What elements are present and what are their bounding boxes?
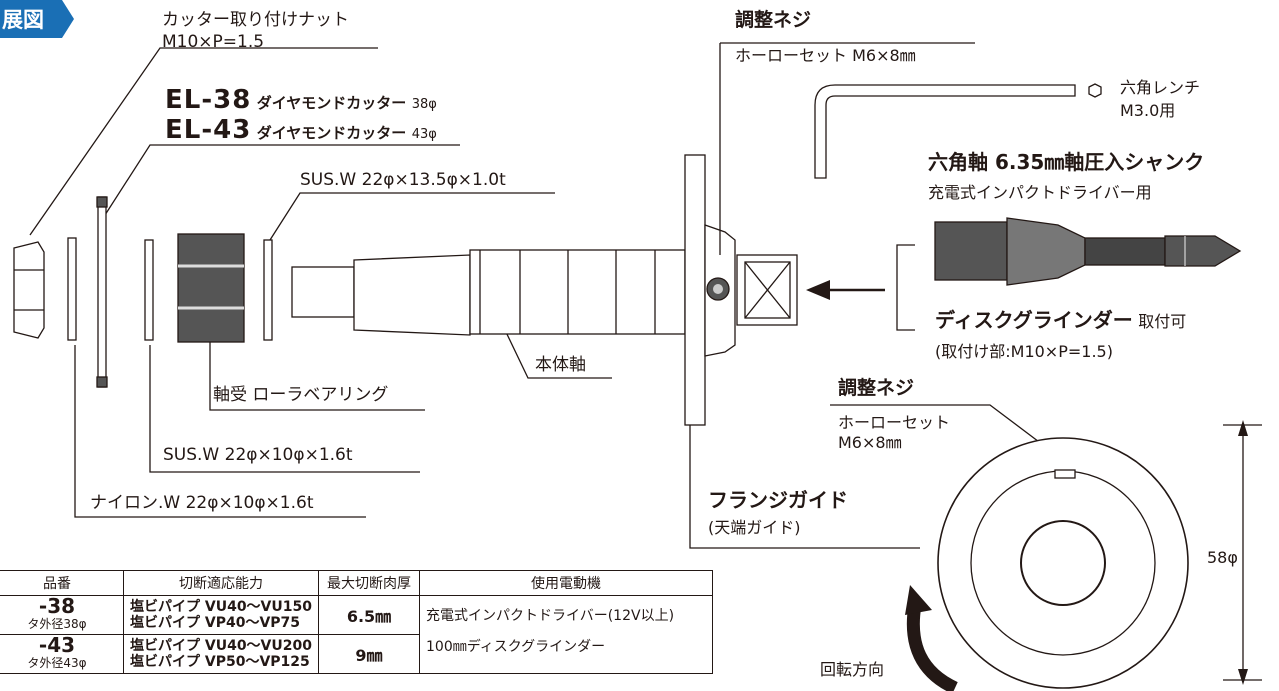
label-wrench: 六角レンチ	[1120, 78, 1201, 97]
label-el43: EL-43 ダイヤモンドカッター 43φ	[165, 115, 437, 145]
row2-thickness: 9㎜	[318, 634, 420, 674]
leader-nut	[29, 47, 378, 236]
leader-washer-c	[74, 345, 366, 518]
tool-cell-2: 100㎜ディスクグラインダー	[419, 634, 713, 674]
flange-disc-part	[937, 437, 1189, 689]
label-flange-title: フランジガイド	[708, 488, 848, 512]
row2-cap1: 塩ビパイプ VU40～VU200	[130, 638, 312, 654]
label-wrench-spec: M3.0用	[1120, 101, 1176, 120]
sus-washer-b-part	[144, 239, 154, 341]
tool-cell-1: 充電式インパクトドライバー(12V以上)	[419, 595, 713, 635]
label-adjust-screw2-spec1: ホーローセット	[838, 413, 951, 432]
row2-model-sub: タ外径43φ	[27, 656, 87, 670]
header-tool: 使用電動機	[419, 570, 713, 596]
header-thickness: 最大切断肉厚	[318, 570, 420, 596]
grinder-title: ディスクグラインダー	[935, 308, 1133, 332]
leader-washer-a	[269, 192, 555, 241]
row1-model-code: -38	[38, 594, 76, 618]
spec-table-header: 品番 切断適応能力 最大切断肉厚 使用電動機	[0, 570, 713, 596]
row2-capacity: 塩ビパイプ VU40～VU200 塩ビパイプ VP50～VP125	[123, 634, 319, 674]
el43-size: 43φ	[411, 127, 437, 142]
el43-desc: ダイヤモンドカッター	[256, 124, 407, 142]
label-el38: EL-38 ダイヤモンドカッター 38φ	[165, 85, 437, 115]
hex-shank-part	[934, 217, 1242, 286]
row1-cap1: 塩ビパイプ VU40～VU150	[130, 599, 312, 615]
header-capacity: 切断適応能力	[123, 570, 319, 596]
label-adjust-screw2-title: 調整ネジ	[838, 377, 915, 399]
label-shank-title: 六角軸 6.35㎜軸圧入シャンク	[928, 150, 1205, 174]
el38-size: 38φ	[411, 97, 437, 112]
label-flange-sub: (天端ガイド)	[708, 518, 801, 537]
nylon-washer-part	[67, 237, 77, 341]
spec-table: 品番 切断適応能力 最大切断肉厚 使用電動機 -38 タ外径38φ 塩ビパイプ …	[0, 570, 713, 674]
el38-desc: ダイヤモンドカッター	[256, 94, 407, 112]
label-diameter: 58φ	[1207, 548, 1238, 567]
body-shaft-part	[291, 154, 798, 426]
leader-washer-b	[149, 345, 420, 473]
leader-cutter	[104, 144, 460, 216]
row1-cap2: 塩ビパイプ VP40～VP75	[130, 615, 301, 631]
leader-body-shaft	[504, 329, 612, 379]
label-adjust-screw2-spec2: M6×8㎜	[838, 433, 902, 452]
row2-model-code: -43	[38, 633, 76, 657]
header-badge-shape	[0, 0, 74, 38]
nut-part	[13, 241, 45, 339]
row2-cap2: 塩ビパイプ VP50～VP125	[130, 654, 310, 670]
dimension-arrow-top	[1238, 420, 1248, 436]
row2-model: -43 タ外径43φ	[0, 633, 124, 674]
label-grinder: ディスクグラインダー 取付可	[935, 310, 1186, 332]
label-grinder-spec: (取付け部:M10×P=1.5)	[935, 342, 1113, 361]
label-adjust-screw-title: 調整ネジ	[735, 9, 812, 31]
header-badge-text: 展図	[2, 8, 44, 32]
label-nut: カッター取り付けナット	[162, 10, 349, 30]
label-rotation: 回転方向	[820, 660, 885, 679]
label-bearing: 軸受 ローラベアリング	[213, 385, 389, 405]
label-washer-c: ナイロン.W 22φ×10φ×1.6t	[90, 493, 314, 513]
insert-arrow-head	[806, 280, 830, 300]
el43-model: EL-43	[165, 115, 252, 145]
sus-washer-a-part	[263, 239, 273, 341]
leader-flange	[689, 425, 920, 549]
label-nut-spec: M10×P=1.5	[162, 32, 265, 52]
row1-capacity: 塩ビパイプ VU40～VU150 塩ビパイプ VP40～VP75	[123, 595, 319, 635]
label-washer-b: SUS.W 22φ×10φ×1.6t	[163, 445, 353, 465]
dimension-arrow-bottom	[1238, 669, 1248, 685]
label-adjust-screw-spec: ホーローセット M6×8㎜	[735, 46, 916, 65]
table-row: -43 タ外径43φ 塩ビパイプ VU40～VU200 塩ビパイプ VP50～V…	[0, 633, 713, 674]
table-row: -38 タ外径38φ 塩ビパイプ VU40～VU150 塩ビパイプ VP40～V…	[0, 594, 713, 635]
header-badge: 展図	[0, 0, 70, 38]
leader-bearing	[209, 335, 425, 411]
label-washer-a: SUS.W 22φ×13.5φ×1.0t	[300, 170, 506, 190]
header-model: 品番	[0, 570, 124, 596]
el38-model: EL-38	[165, 85, 252, 115]
rotation-arrow	[906, 603, 958, 691]
row1-model-sub: タ外径38φ	[27, 617, 87, 631]
label-shank-sub: 充電式インパクトドライバー用	[928, 183, 1152, 202]
hex-wrench-part	[814, 83, 1102, 179]
row1-model: -38 タ外径38φ	[0, 594, 124, 635]
bearing-part	[177, 233, 245, 343]
row1-thickness: 6.5㎜	[318, 595, 420, 635]
cutter-part	[96, 196, 108, 388]
label-body-shaft: 本体軸	[535, 355, 586, 375]
leader-shank-bracket	[896, 244, 915, 331]
grinder-suffix: 取付可	[1138, 312, 1187, 331]
